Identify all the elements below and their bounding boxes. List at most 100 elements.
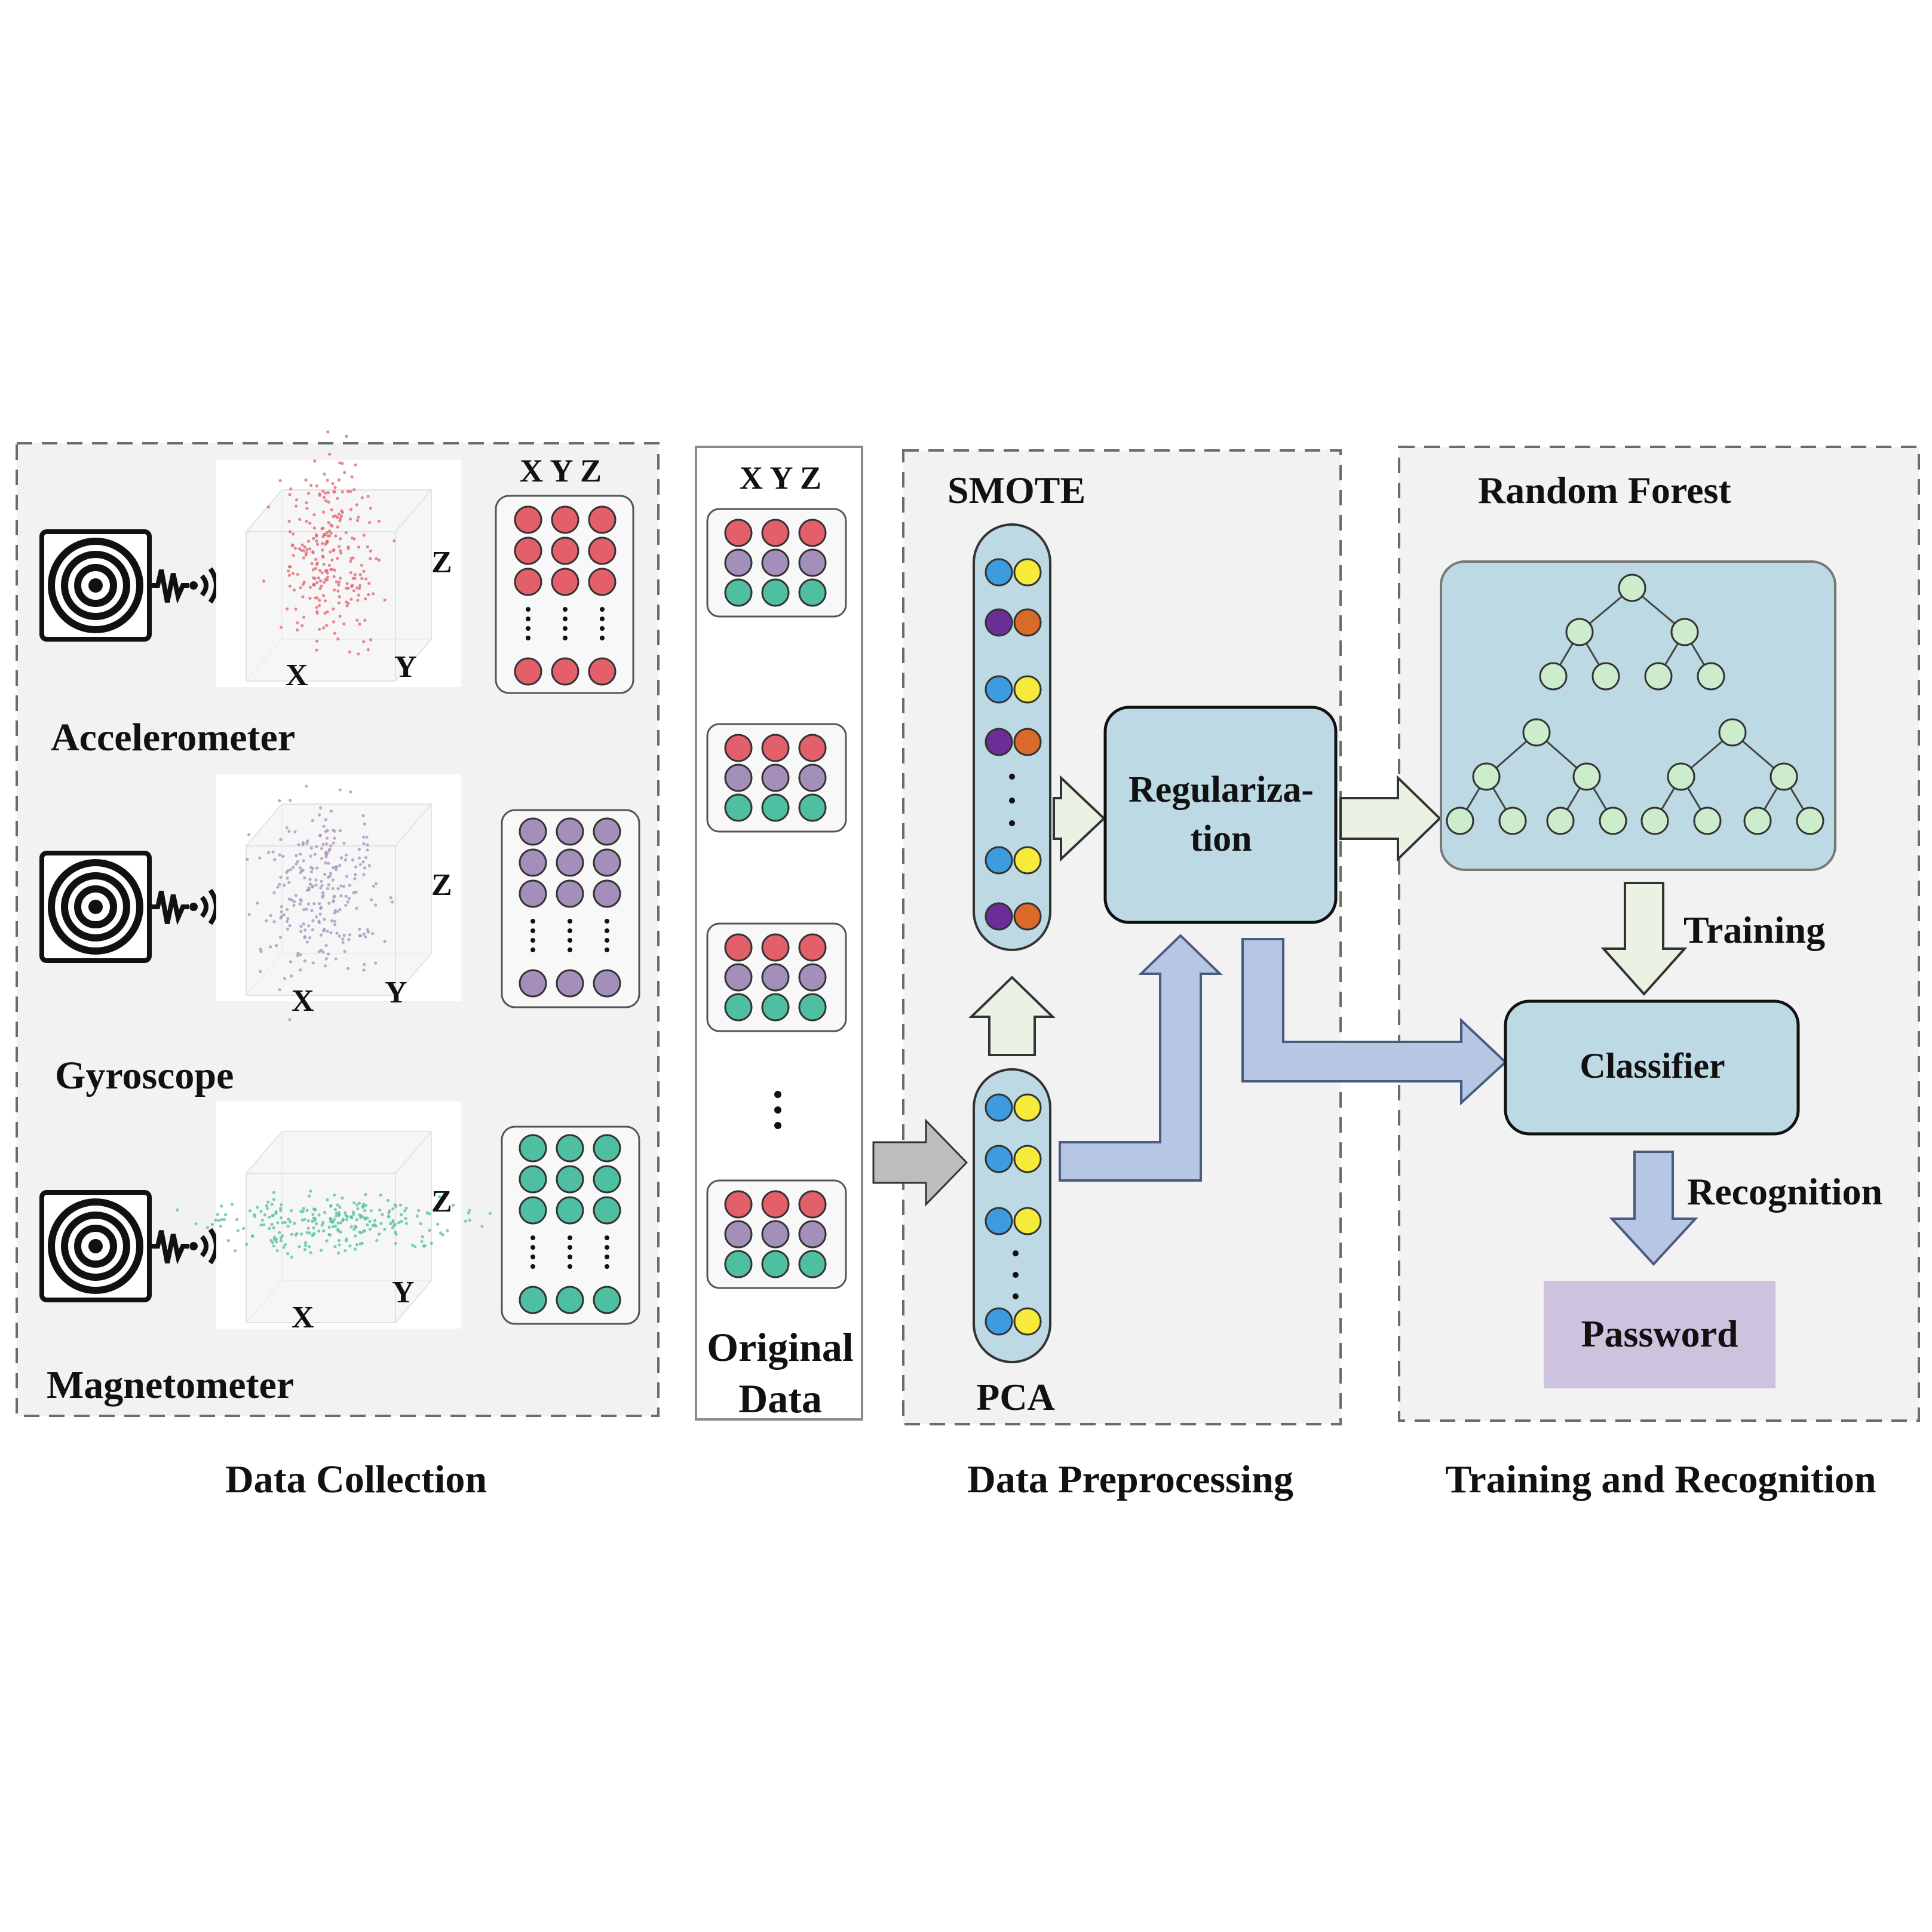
scatter-point [321, 554, 324, 558]
axis-label-y: Y [392, 1275, 415, 1310]
ellipsis-dot [530, 947, 535, 952]
scatter-point [300, 624, 304, 627]
scatter-point [287, 519, 291, 523]
scatter-point [377, 519, 381, 523]
ellipsis-dot [600, 626, 605, 631]
scatter-point [351, 1210, 355, 1214]
scatter-point [339, 517, 342, 520]
scatter-point [349, 490, 352, 493]
scatter-point [388, 1209, 391, 1213]
scatter-point [317, 813, 321, 817]
axis-label-z: Z [431, 868, 452, 902]
scatter-point [346, 602, 350, 605]
matrix-dot [556, 817, 584, 846]
scatter-point [335, 580, 339, 584]
scatter-point [332, 575, 336, 579]
scatter-point [235, 1218, 239, 1221]
scatter-point [258, 856, 262, 860]
scatter-point [364, 577, 368, 581]
scatter-point [336, 556, 339, 560]
scatter-point [324, 499, 328, 502]
scatter-point [308, 1231, 312, 1235]
scatter-point [324, 957, 328, 961]
scatter-point [356, 1207, 360, 1210]
scatter-point [364, 935, 367, 939]
matrix-dot [593, 817, 621, 846]
scatter-point [329, 931, 333, 934]
scatter-point [292, 866, 295, 869]
scatter-point [308, 1245, 311, 1249]
scatter-point [326, 610, 329, 614]
scatter-point [194, 1222, 198, 1226]
scatter-point [361, 814, 365, 818]
scatter-point [323, 532, 326, 536]
scatter-point [351, 858, 355, 861]
scatter-point [349, 571, 353, 575]
scatter-point [357, 1201, 361, 1205]
section-title-collection: Data Collection [225, 1458, 487, 1501]
scatter-point [341, 462, 344, 465]
scatter-point [281, 1234, 284, 1238]
pair-dot-yellow [1013, 1093, 1042, 1122]
scatter-point [314, 596, 317, 600]
scatter-point [298, 866, 302, 870]
scatter-point [361, 860, 365, 864]
scatter-point [324, 491, 327, 495]
scatter-point [337, 601, 341, 605]
scatter-point [296, 572, 299, 576]
data-dot [724, 1220, 753, 1249]
scatter-point [303, 959, 306, 963]
scatter-point [371, 1224, 375, 1228]
ellipsis-dot [600, 636, 605, 640]
scatter-point [266, 505, 270, 509]
scatter-point [299, 1210, 303, 1213]
scatter-point [326, 930, 329, 933]
scatter-point [246, 857, 249, 861]
classifier-box [1504, 999, 1800, 1136]
scatter-point [358, 1213, 361, 1217]
scatter-point [302, 556, 305, 560]
scatter-point [378, 559, 381, 562]
gray-arrow [872, 1118, 968, 1207]
scatter-point [309, 846, 314, 850]
scatter-point [305, 907, 308, 911]
tree-node [1539, 662, 1568, 691]
scatter-point [268, 945, 272, 949]
matrix-dot [519, 969, 547, 998]
scatter-point [311, 928, 315, 931]
axis-label-x: X [292, 1301, 314, 1335]
scatter-point [313, 852, 317, 856]
tree-node [1640, 806, 1669, 835]
scatter-point [312, 902, 316, 906]
sensor-row-accelerometer: Z X Y X Y Z Accelerometer [42, 430, 634, 759]
scatter-point [299, 924, 303, 928]
scatter-point [464, 1219, 468, 1223]
scatter-point [305, 1231, 309, 1234]
ellipsis-dot [600, 617, 605, 621]
scatter-point [417, 1209, 421, 1212]
matrix-dot [588, 505, 617, 534]
scatter-point [341, 1219, 345, 1222]
scatter-point [278, 853, 281, 857]
pair-dot-blue [985, 1307, 1013, 1336]
data-dot [761, 734, 790, 762]
scatter-point [321, 894, 325, 897]
matrix-dot [551, 568, 579, 596]
data-dot [798, 519, 827, 547]
scatter-point [280, 1216, 283, 1220]
pair-dot-blue [985, 1093, 1013, 1122]
pca-to-regularization-arrow [1059, 934, 1223, 1182]
scatter-point [387, 1198, 390, 1203]
scatter-point [305, 520, 308, 523]
scatter-point [301, 582, 305, 586]
scatter-point [315, 866, 319, 870]
scatter-point [308, 936, 312, 940]
scatter-point [334, 1215, 338, 1218]
scatter-point [344, 1213, 348, 1217]
scatter-point [319, 886, 323, 890]
scatter-point [325, 530, 329, 535]
scatter-point [345, 1218, 349, 1221]
scatter-point [286, 1225, 290, 1228]
scatter-point [375, 557, 378, 560]
